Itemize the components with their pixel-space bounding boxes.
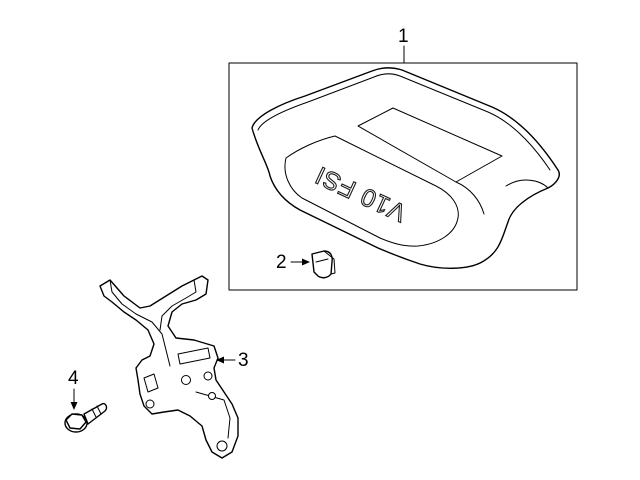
engine-cover-top-panel [357, 107, 503, 183]
cover-assembly-frame [228, 62, 578, 291]
engine-cover: V10 FSI [251, 67, 560, 269]
engine-cover-corner-contour [505, 179, 549, 189]
engine-cover-body [251, 67, 560, 269]
flange-bolt-hex-head [65, 413, 87, 430]
callout-4: 4 [68, 368, 79, 389]
mounting-bracket [99, 275, 239, 459]
engine-cover-contour [455, 181, 485, 215]
flange-bolt-thread [91, 405, 102, 418]
mounting-bracket-hole-3 [145, 399, 155, 409]
mounting-bracket-slot [177, 347, 211, 365]
flange-bolt [64, 402, 108, 433]
mounting-bracket-hole-1 [181, 375, 191, 385]
callout-4-arrow-icon [70, 402, 78, 410]
mounting-bracket-edge-top [159, 279, 197, 331]
retaining-clip-side [323, 250, 336, 275]
callout-2: 2 [276, 252, 287, 273]
callout-2-arrow-icon [302, 258, 310, 266]
mounting-bracket-hole-4 [208, 392, 216, 400]
mounting-bracket-hole-2 [203, 371, 213, 381]
mounting-bracket-hole-5 [216, 440, 228, 452]
mounting-bracket-body [99, 275, 239, 459]
callout-1: 1 [398, 26, 409, 47]
mounting-bracket-tab [143, 373, 159, 393]
callout-3-arrow-icon [216, 356, 224, 364]
mounting-bracket-edge-left [109, 279, 171, 367]
engine-cover-rim [257, 73, 551, 171]
flange-bolt-shank [83, 402, 108, 425]
callout-3: 3 [238, 350, 249, 371]
engine-cover-name-plate [284, 135, 459, 247]
retaining-clip-rib [315, 258, 329, 263]
retaining-clip [311, 250, 336, 279]
